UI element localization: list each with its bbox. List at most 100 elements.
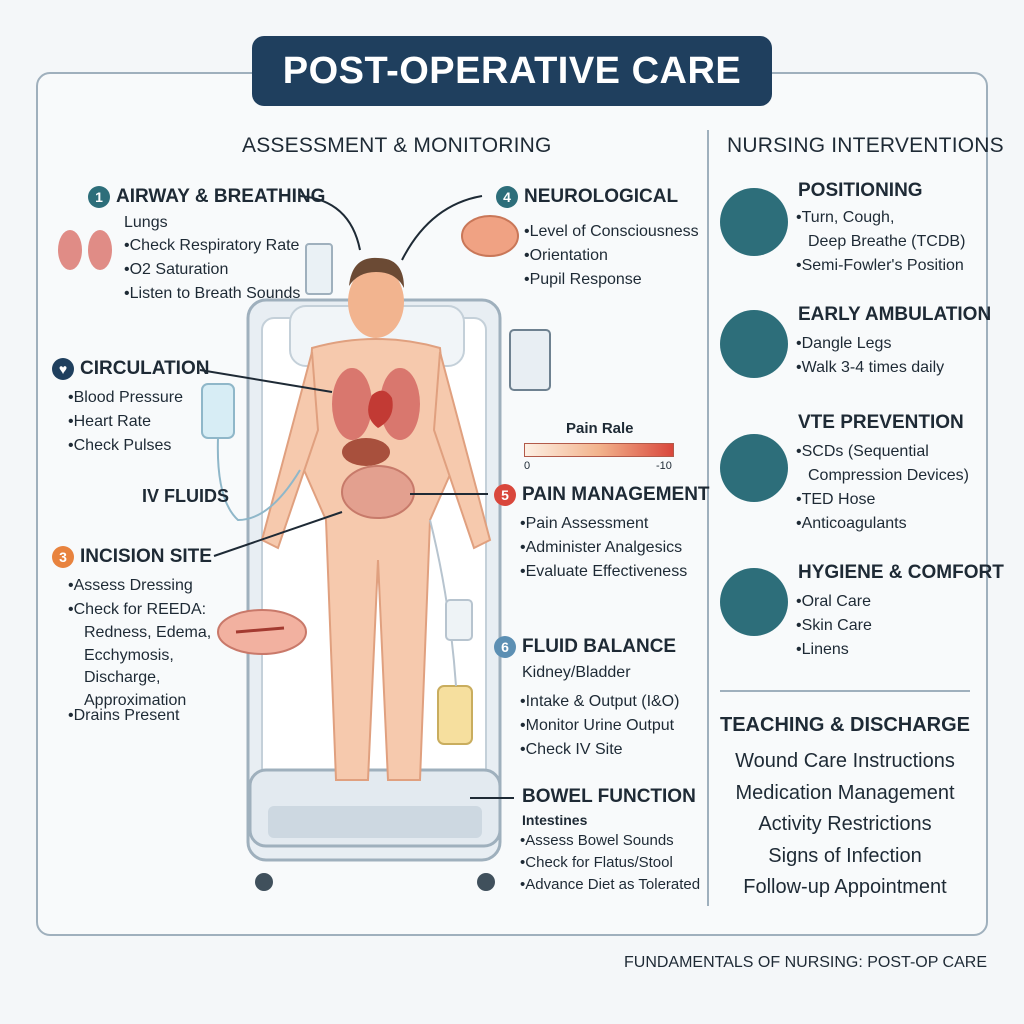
airway-subtitle: Lungs	[124, 214, 168, 231]
vte-title: VTE PREVENTION	[798, 412, 964, 433]
patient-hair	[349, 257, 404, 288]
spirometer-icon	[305, 243, 333, 295]
list-item: Heart Rate	[68, 410, 183, 434]
footboard-panel	[268, 806, 482, 838]
reeda-item: Redness, Edema,	[84, 624, 212, 641]
teaching-title: TEACHING & DISCHARGE	[720, 714, 971, 736]
bed-wheel-left	[255, 873, 273, 891]
list-item: Pain Assessment	[520, 512, 687, 536]
list-item: Activity Restrictions	[758, 813, 932, 835]
pain-scale-bar	[524, 443, 674, 457]
incision-list: Assess Dressing Check for REEDA:	[68, 574, 206, 622]
list-item: O2 Saturation	[124, 258, 300, 282]
list-item: Level of Consciousness	[524, 220, 699, 244]
circulation-title: CIRCULATION	[80, 358, 210, 380]
airway-title: AIRWAY & BREATHING	[116, 186, 326, 208]
list-item: Check Pulses	[68, 434, 183, 458]
list-item: Oral Care	[796, 590, 872, 614]
list-item: Anticoagulants	[796, 512, 907, 536]
fluid-title: FLUID BALANCE	[522, 636, 677, 658]
positioning-list: Turn, Cough,	[796, 206, 895, 230]
positioning-cont: Deep Breathe (TCDB)	[808, 233, 966, 250]
bowel-title: BOWEL FUNCTION	[522, 786, 696, 807]
iv-fluids-label: IV FLUIDS	[142, 486, 230, 506]
incision-illustration	[217, 609, 307, 655]
drain-bag	[445, 599, 473, 641]
patient-intestines	[341, 465, 415, 519]
hygiene-list: Oral Care Skin Care Linens	[796, 590, 872, 662]
vte-list-2: TED Hose Anticoagulants	[796, 488, 907, 536]
brain-icon	[461, 215, 519, 257]
reeda-item: Ecchymosis,	[84, 646, 174, 664]
fluid-list: Intake & Output (I&O) Monitor Urine Outp…	[520, 690, 680, 762]
bowel-list: Assess Bowel Sounds Check for Flatus/Sto…	[520, 830, 700, 896]
patient-lung-left	[332, 368, 372, 440]
airway-list: Check Respiratory Rate O2 Saturation Lis…	[124, 234, 301, 306]
vte-cont: Compression Devices)	[808, 467, 969, 484]
lungs-icon-left	[58, 230, 82, 270]
list-item: SCDs (Sequential	[796, 440, 929, 464]
ambulation-list: Dangle Legs Walk 3-4 times daily	[796, 332, 945, 380]
list-item: Dangle Legs	[796, 332, 944, 356]
positioning-icon	[720, 188, 788, 256]
iv-bag	[201, 383, 235, 439]
list-item: Follow-up Appointment	[743, 876, 947, 898]
page-title: POST-OPERATIVE CARE	[282, 49, 742, 92]
vte-list: SCDs (Sequential	[796, 440, 929, 464]
list-item: TED Hose	[796, 488, 907, 512]
title-banner: POST-OPERATIVE CARE	[252, 36, 772, 106]
urine-bag	[437, 685, 473, 745]
patient-body	[302, 338, 454, 781]
list-item: Blood Pressure	[68, 386, 183, 410]
arrow-circulation	[199, 369, 333, 393]
list-item: Advance Diet as Tolerated	[520, 874, 700, 896]
list-item: Evaluate Effectiveness	[520, 560, 688, 584]
list-item: Assess Dressing	[68, 574, 206, 598]
neuro-list: Level of Consciousness Orientation Pupil…	[524, 220, 699, 292]
column-divider	[707, 130, 709, 906]
pain-number: 5	[494, 484, 516, 506]
pain-scale-max: -10	[656, 460, 672, 472]
list-item: Drains Present	[68, 704, 180, 728]
list-item: Check Respiratory Rate	[124, 234, 300, 258]
list-item: Orientation	[524, 244, 699, 268]
list-item: Turn, Cough,	[796, 206, 895, 230]
hygiene-icon	[720, 568, 788, 636]
heart-icon: ♥	[52, 358, 74, 380]
bowel-subtitle: Intestines	[522, 812, 588, 828]
circulation-list: Blood Pressure Heart Rate Check Pulses	[68, 386, 183, 458]
neuro-title: NEUROLOGICAL	[524, 186, 679, 208]
interventions-heading: NURSING INTERVENTIONS	[727, 134, 1004, 157]
incision-last: Drains Present	[68, 704, 180, 728]
hygiene-title: HYGIENE & COMFORT	[798, 562, 1004, 583]
bed-wheel-right	[477, 873, 495, 891]
patient-head	[348, 266, 404, 338]
patient-heart	[368, 390, 393, 428]
reeda-list: Redness, Edema, Ecchymosis, Discharge, A…	[84, 622, 211, 712]
clipboard-icon	[509, 329, 551, 391]
list-item: Check IV Site	[520, 738, 679, 762]
positioning-list-2: Semi-Fowler's Position	[796, 254, 964, 278]
neuro-number: 4	[496, 186, 518, 208]
list-item: Check for Flatus/Stool	[520, 852, 700, 874]
airway-number: 1	[88, 186, 110, 208]
ambulation-icon	[720, 310, 788, 378]
circulation-heading: ♥ CIRCULATION	[52, 358, 209, 380]
list-item: Walk 3-4 times daily	[796, 356, 945, 380]
section-divider	[720, 690, 970, 692]
patient-left-arm	[260, 351, 320, 550]
pain-list: Pain Assessment Administer Analgesics Ev…	[520, 512, 688, 584]
list-item: Assess Bowel Sounds	[520, 830, 700, 852]
arrow-neuro	[401, 195, 483, 261]
list-item: Pupil Response	[524, 268, 699, 292]
teaching-list: Wound Care Instructions Medication Manag…	[718, 746, 972, 904]
list-item: Medication Management	[735, 781, 955, 804]
patient-right-arm	[432, 351, 492, 550]
arrow-airway	[299, 195, 361, 251]
fluid-subtitle: Kidney/Bladder	[522, 664, 631, 681]
pain-scale-min: 0	[524, 460, 531, 472]
positioning-title: POSITIONING	[798, 180, 923, 201]
iv-line	[216, 437, 301, 522]
